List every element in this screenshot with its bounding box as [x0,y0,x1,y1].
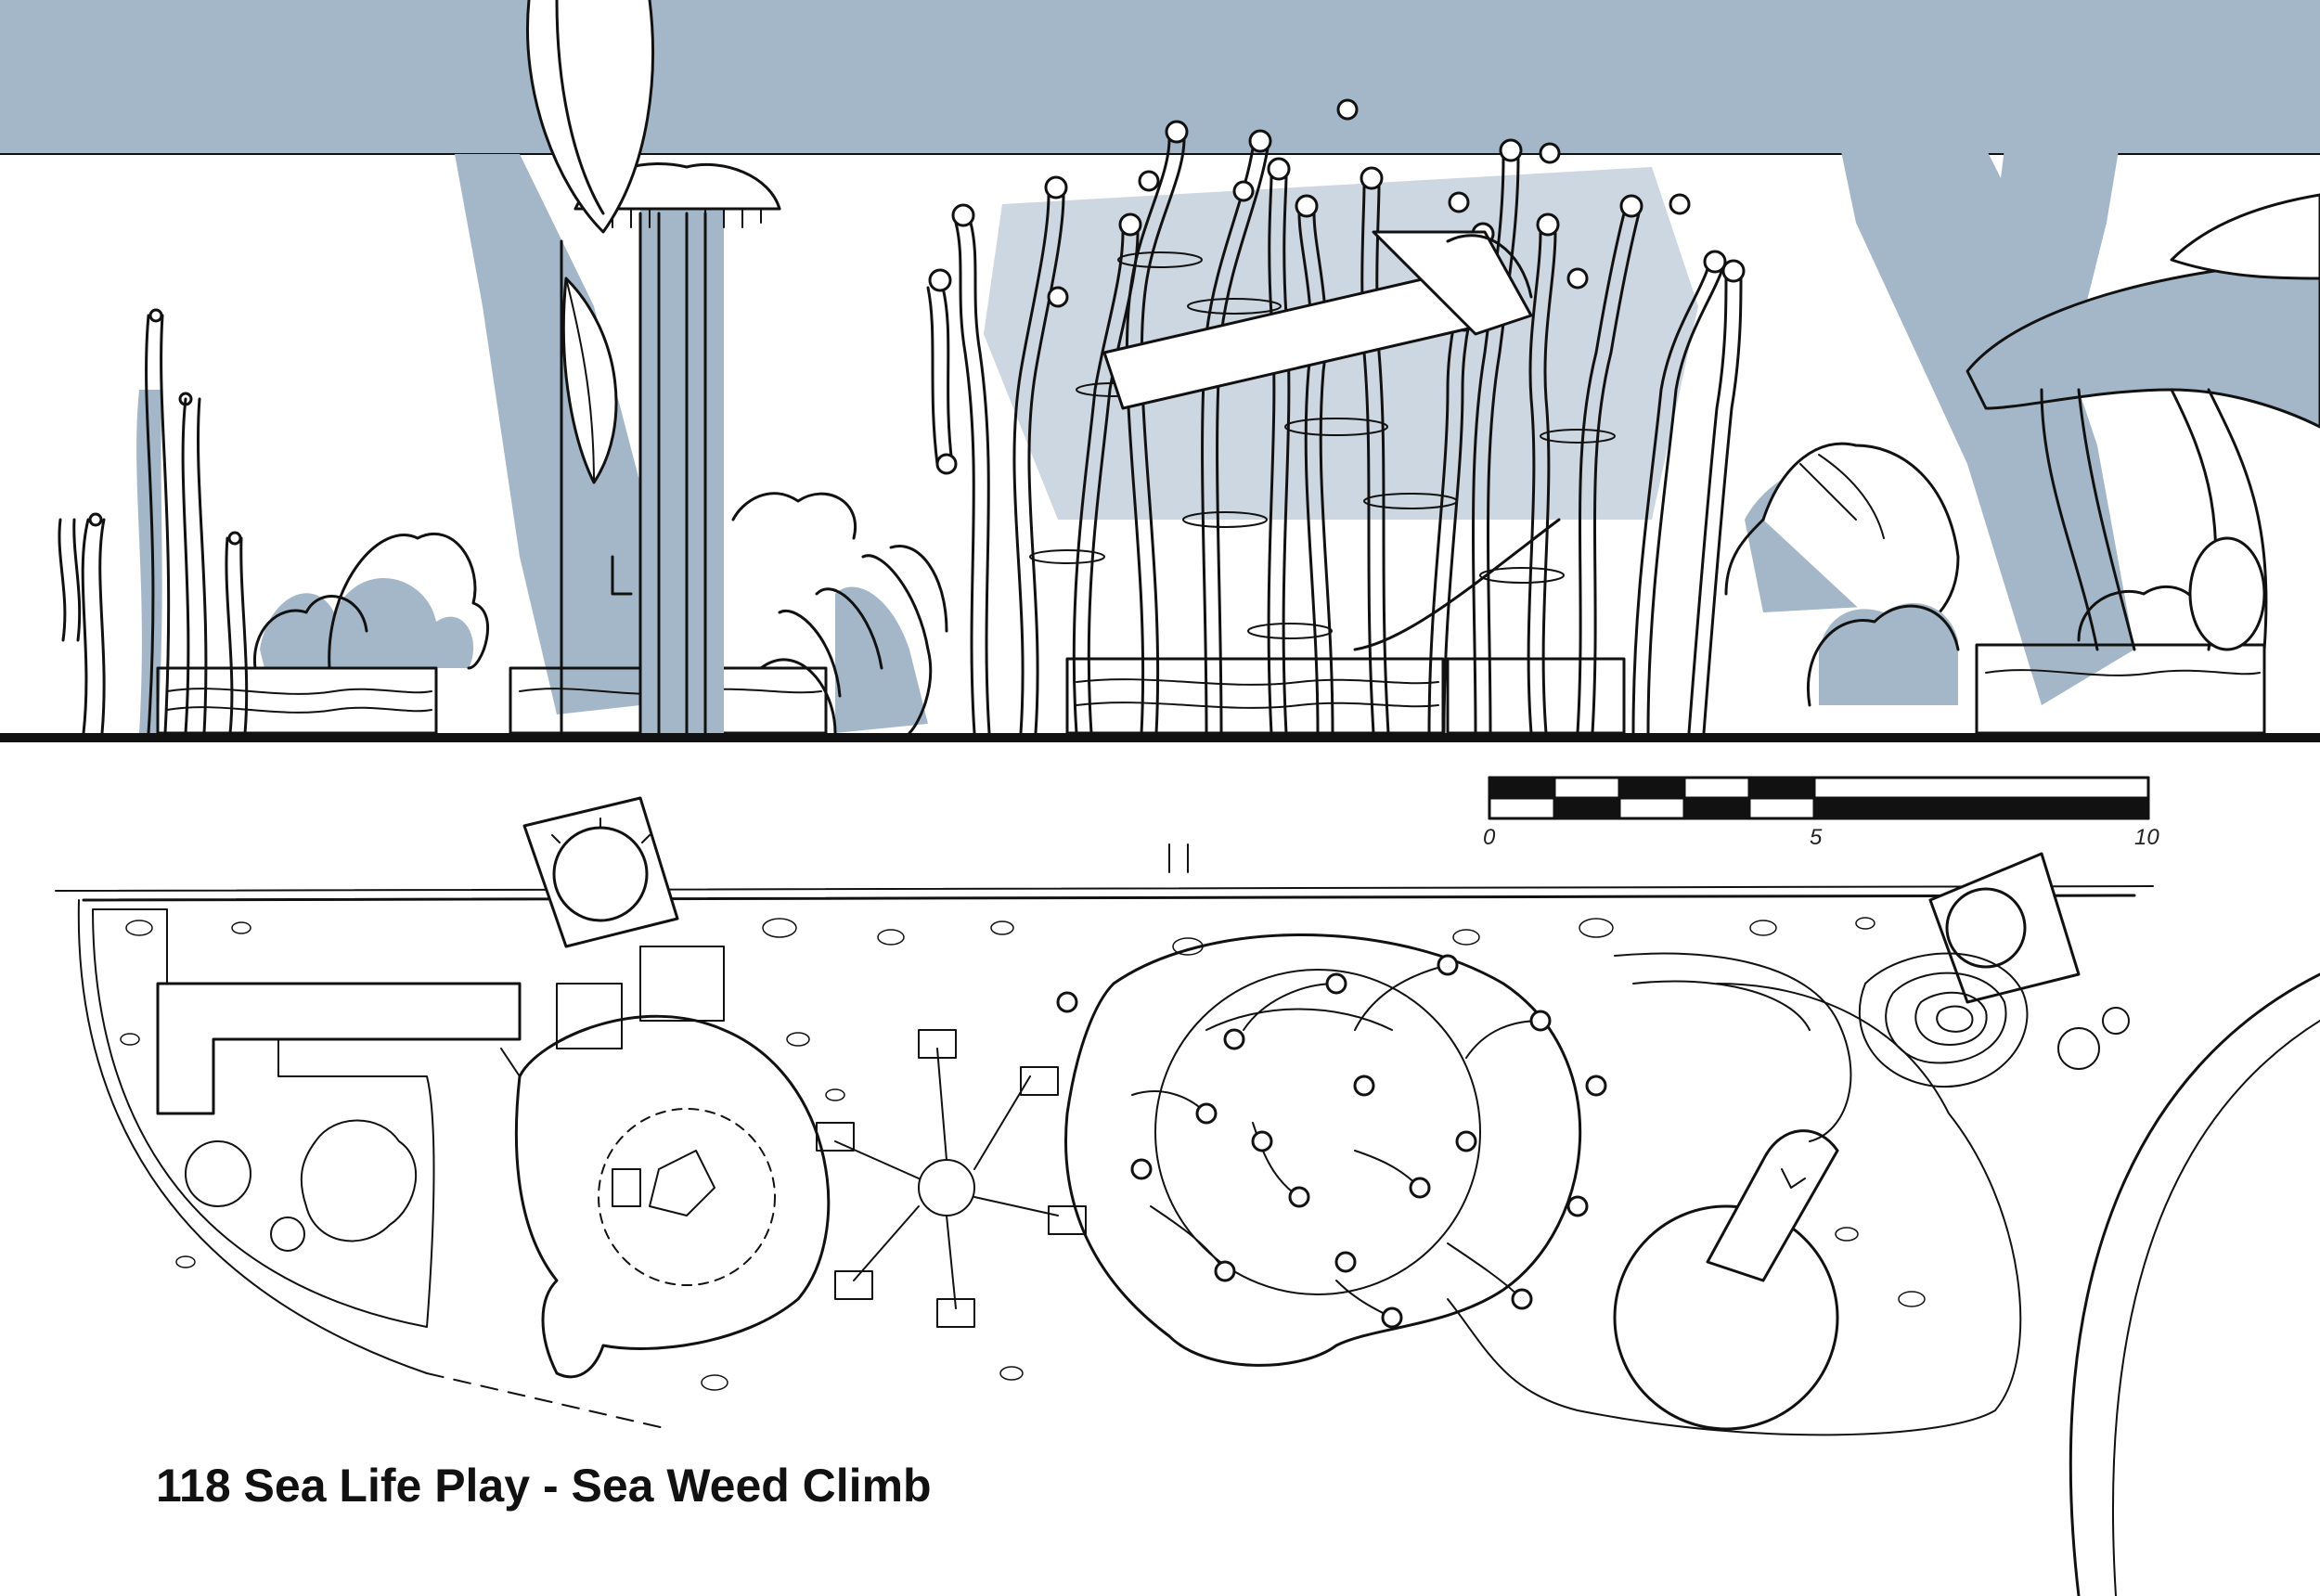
shrub-group-left [252,532,490,670]
scale-tick-10: 10 [2134,825,2159,850]
climb-frame-plan [1056,933,1607,1367]
contour-mound [1858,952,2029,1088]
pavilion-left [522,796,679,948]
tube-coral [731,492,948,735]
shell-sculpture-icon [1724,442,1960,642]
pavilion-right [1928,852,2081,1004]
mushroom-canopy-icon [1966,193,2320,651]
shade-wash [455,154,650,714]
shrub-plan [185,1007,2130,1252]
slide-plan [1706,1129,1839,1282]
scale-tick-5: 5 [1810,825,1823,850]
tube-slide-icon [1102,230,1561,651]
play-pad-circle [500,946,831,1379]
tube-coral-plan [816,1029,1087,1328]
kelp-left [58,308,249,735]
scale-tick-0: 0 [1483,825,1496,850]
jellyfish-tower-icon [525,0,781,735]
seaweed-climb-frame-icon [926,98,1746,735]
plan-view [55,796,2320,1596]
scale-bar [1488,776,2150,820]
drawing-caption: 118 Sea Life Play - Sea Weed Climb [156,1460,932,1512]
planter-boxes [156,643,2266,735]
elevation-view [0,0,2320,742]
deck-path [156,982,522,1115]
